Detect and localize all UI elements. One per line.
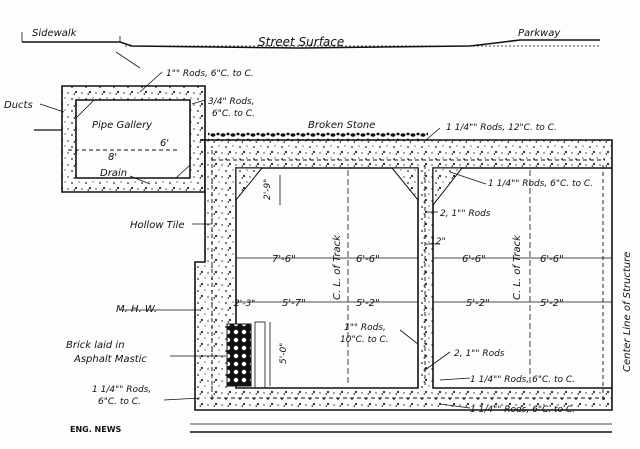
ground-surface bbox=[21, 32, 600, 49]
label-dim-5-2-right-a: 5'-2" bbox=[466, 298, 490, 309]
label-brick-1: Brick laid in bbox=[66, 340, 125, 351]
label-gallery-height: 6' bbox=[160, 138, 169, 149]
label-brick-2: Asphalt Mastic bbox=[73, 354, 147, 365]
label-height-5-0: 5'-0" bbox=[279, 343, 289, 364]
label-rods-center-mid-1: 1"" Rods, bbox=[344, 323, 386, 333]
brick-asphalt-block bbox=[226, 323, 252, 387]
label-dim-left-mid: 6'-6" bbox=[356, 254, 380, 265]
broken-stone-fill bbox=[208, 132, 428, 140]
label-rods-center-bottom: 2, 1"" Rods bbox=[454, 349, 505, 359]
label-rods-center-top: 2, 1"" Rods bbox=[440, 209, 491, 219]
label-roof-thickness: 2'-9" bbox=[263, 179, 273, 200]
label-rods-left-bottom-2: 6"C. to C. bbox=[98, 397, 141, 407]
label-ducts: Ducts bbox=[4, 100, 33, 111]
label-rods-left-bottom-1: 1 1/4"" Rods, bbox=[92, 385, 151, 395]
label-rods-center-mid-2: 10"C. to C. bbox=[340, 335, 389, 345]
label-cl-track-left: C. L. of Track bbox=[332, 234, 343, 300]
label-dim-wall: 2'-3" bbox=[234, 299, 255, 309]
label-rods-roof: 1 1/4"" Rods, 12"C. to C. bbox=[446, 123, 557, 133]
label-dim-left-span: 7'-6" bbox=[272, 254, 296, 265]
reinforcement-rods bbox=[210, 150, 605, 400]
label-sidewalk: Sidewalk bbox=[32, 28, 78, 39]
label-drain: Drain bbox=[100, 168, 127, 179]
label-rods-gallery-1: 3/4" Rods, bbox=[208, 97, 255, 107]
label-center-wall-thickness: 12" bbox=[430, 237, 446, 247]
label-rods-roof-right: 1 1/4"" Rods, 6"C. to C. bbox=[488, 179, 593, 189]
ledge bbox=[254, 321, 266, 389]
subway-structure bbox=[190, 139, 613, 433]
label-rods-floor-lower: 1 1/4"" Rods, 6"C. to C. bbox=[470, 405, 575, 415]
label-pipe-gallery: Pipe Gallery bbox=[92, 120, 153, 131]
label-dim-right-1: 6'-6" bbox=[462, 254, 486, 265]
leader-lines bbox=[39, 51, 487, 409]
label-rods-top-gallery: 1"" Rods, 6"C. to C. bbox=[166, 69, 254, 79]
label-dim-5-2-left: 5'-2" bbox=[356, 298, 380, 309]
label-center-line-structure: Center Line of Structure bbox=[622, 252, 633, 372]
label-parkway: Parkway bbox=[518, 28, 561, 39]
label-dim-5-2-right-b: 5'-2" bbox=[540, 298, 564, 309]
label-credit: ENG. NEWS bbox=[70, 425, 122, 434]
label-dim-right-2: 6'-6" bbox=[540, 254, 564, 265]
label-rods-gallery-2: 6"C. to C. bbox=[212, 109, 255, 119]
label-dim-5-7: 5'-7" bbox=[282, 298, 306, 309]
label-mhw: M. H. W. bbox=[116, 304, 157, 315]
dimension-lines bbox=[236, 170, 612, 386]
label-street-surface: Street Surface bbox=[258, 35, 344, 49]
label-cl-track-right: C. L. of Track bbox=[512, 234, 523, 300]
label-broken-stone: Broken Stone bbox=[308, 120, 375, 131]
label-gallery-width: 8' bbox=[108, 152, 117, 163]
label-hollow-tile: Hollow Tile bbox=[130, 220, 185, 231]
label-rods-floor-upper: 1 1/4"" Rods, 6"C. to C. bbox=[470, 375, 575, 385]
